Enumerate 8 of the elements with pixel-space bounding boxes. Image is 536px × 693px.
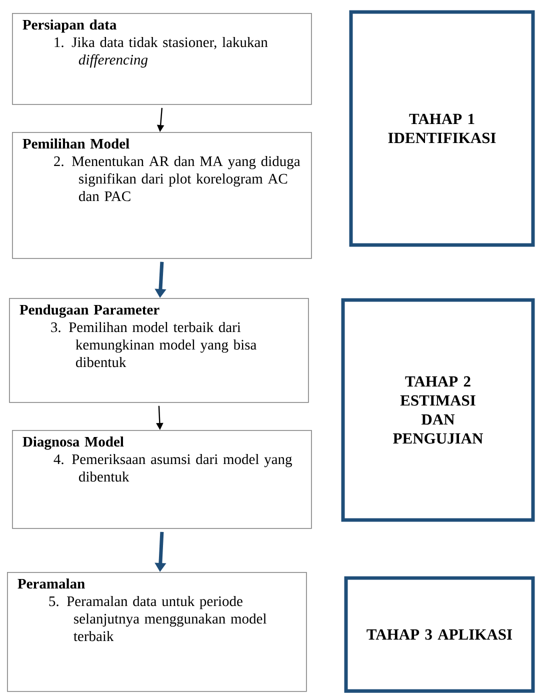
stage-box: TAHAP 1 IDENTIFIKASI: [349, 10, 535, 247]
process-box: Diagnosa Model 4. Pemeriksaan asumsi dari model yang dibentuk: [12, 430, 312, 529]
process-box: Pemilihan Model 2. Menentukan AR dan MA yang diduga signifikan dari plot korelogram AC dan PAC: [12, 132, 312, 259]
process-box: Persiapan data 1. Jika data tidak stasioner, lakukan differencing: [12, 13, 312, 105]
process-box: Pendugaan Parameter 3. Pemilihan model terbaik dari kemungkinan model yang bisa dibentuk: [9, 298, 309, 403]
process-box: Peramalan 5. Peramalan data untuk periode selanjutnya menggunakan model terbaik: [7, 572, 307, 692]
stage-box: TAHAP 3 APLIKASI: [344, 576, 535, 693]
stage-box: TAHAP 2 ESTIMASI DAN PENGUJIAN: [341, 298, 535, 522]
